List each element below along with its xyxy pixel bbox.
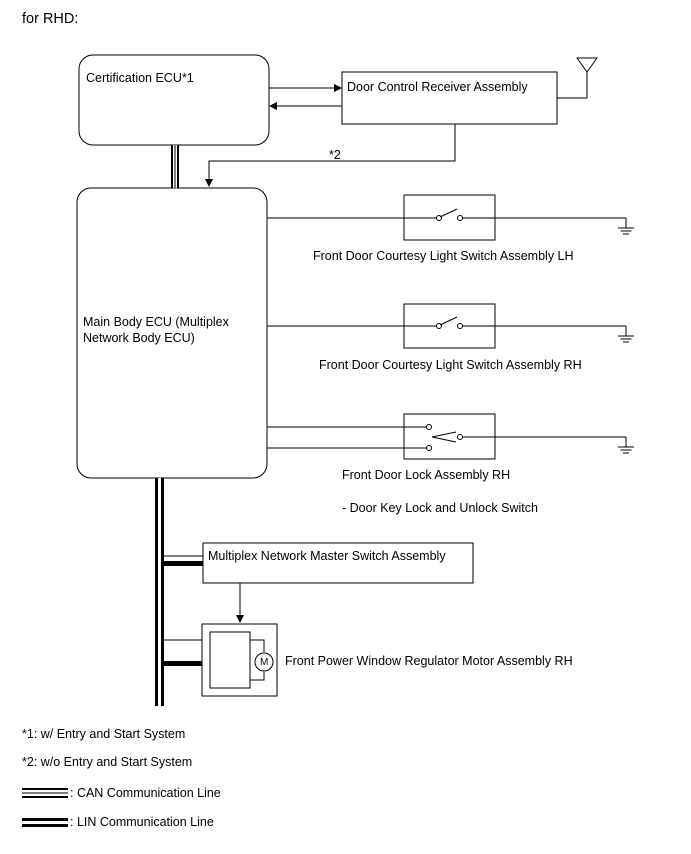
can-legend-line [22,788,68,798]
main-body-ecu-label-line1: Main Body ECU (Multiplex [83,315,229,329]
can-line-cert-main [171,145,179,188]
lin-branch-window-motor [164,639,202,666]
window-motor-label: Front Power Window Regulator Motor Assem… [285,654,573,668]
ground-icon [618,326,634,343]
door-control-receiver-label: Door Control Receiver Assembly [347,80,528,94]
window-motor-box [201,623,278,697]
receiver-to-main-ecu-wire [205,124,456,187]
wire-note-label: *2 [329,148,341,162]
door-lock-label: Front Door Lock Assembly RH [342,468,511,482]
certification-ecu-box [78,54,270,146]
door-lock-sub-label: - Door Key Lock and Unlock Switch [342,501,538,515]
lin-legend-line [22,818,68,827]
certification-ecu-label: Certification ECU*1 [86,71,194,85]
antenna-icon [557,57,598,99]
ground-icon [618,437,634,454]
can-legend-label: : CAN Communication Line [70,786,221,800]
motor-symbol-label: M [260,657,269,668]
courtesy-switch-lh-symbol [267,194,626,241]
lin-bus-trunk [155,478,164,706]
footnote-2: *2: w/o Entry and Start System [22,755,193,769]
courtesy-switch-lh-label: Front Door Courtesy Light Switch Assembl… [313,249,574,263]
lin-legend-label: : LIN Communication Line [70,815,214,829]
main-body-ecu-label-line2: Network Body ECU) [83,331,195,345]
page-header: for RHD: [22,11,79,27]
courtesy-switch-rh-label: Front Door Courtesy Light Switch Assembl… [319,358,582,372]
motor-icon [209,631,274,689]
ground-icon [618,218,634,235]
lin-branch-master-switch [164,555,203,566]
master-switch-label: Multiplex Network Master Switch Assembly [208,549,446,563]
courtesy-switch-rh-symbol [267,303,626,349]
door-lock-switch-symbol [267,413,626,460]
footnote-1: *1: w/ Entry and Start System [22,727,186,741]
